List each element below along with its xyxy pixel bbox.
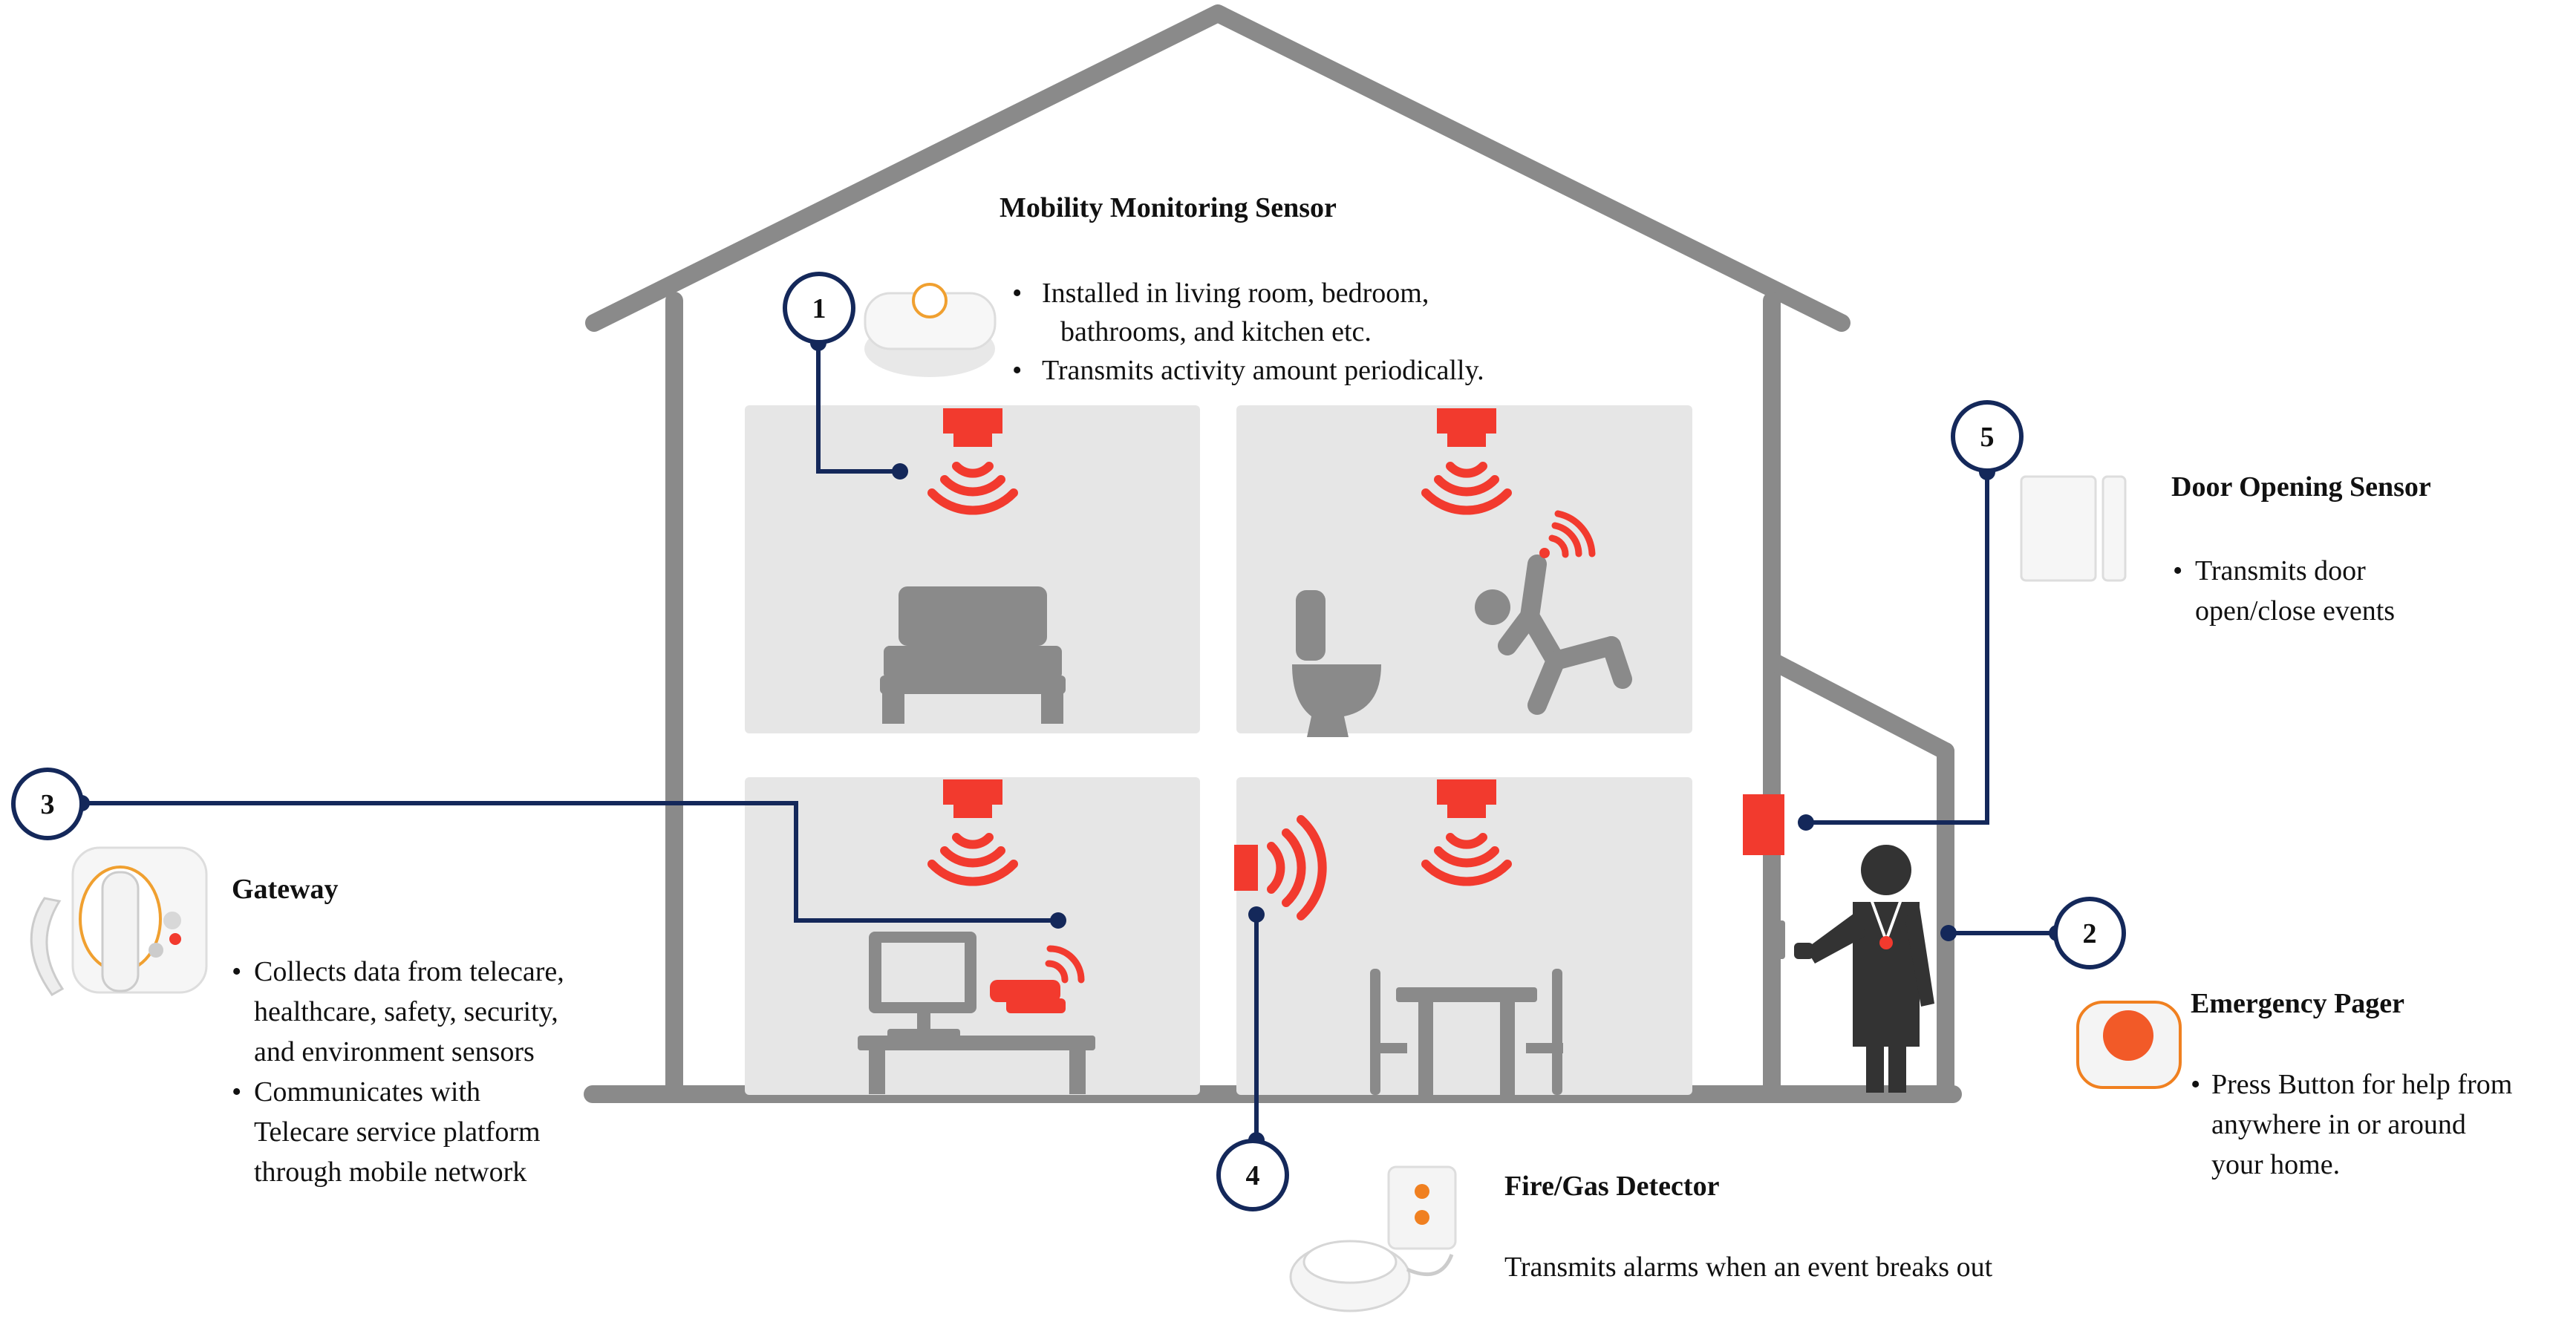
dining-table-icon — [1370, 969, 1563, 1095]
falling-person-icon — [1475, 555, 1632, 715]
gateway-bullet-2-cont-b: through mobile network — [254, 1157, 527, 1188]
pager-text-2: anywhere in or around — [2211, 1109, 2466, 1140]
gateway-line-4: Communicates with — [254, 1076, 481, 1108]
door-sensor-text-2: open/close events — [2195, 595, 2396, 627]
mobility-sensor-device-icon — [864, 283, 997, 377]
emergency-pager-device-icon — [2076, 1001, 2182, 1089]
number-label-1: 1 — [812, 293, 826, 324]
gateway-bullet-2: •Communicates with — [232, 1076, 481, 1108]
person-icon — [1794, 845, 1934, 1093]
number-circles — [11, 272, 2126, 1211]
fall-alert-waves-icon — [1539, 510, 1596, 558]
door-sensor-title: Door Opening Sensor — [2171, 471, 2431, 503]
door-sensor-text-1: •Transmits door — [2173, 555, 2366, 586]
fire-detector-text: Transmits alarms when an event breaks ou… — [1504, 1252, 1993, 1283]
rooms — [745, 405, 1692, 1095]
mobility-line-1: Installed in living room, bedroom, — [1042, 278, 1429, 309]
pager-text-1: •Press Button for help from — [2191, 1069, 2513, 1100]
gateway-line-1: Collects data from telecare, — [254, 956, 564, 987]
pager-text-3: your home. — [2211, 1149, 2341, 1180]
fire-gas-detector-device-icon — [1289, 1165, 1457, 1312]
mobility-sensor-title: Mobility Monitoring Sensor — [1000, 192, 1337, 223]
bed-icon — [880, 586, 1066, 724]
toilet-icon — [1292, 590, 1381, 737]
desk-icon — [858, 932, 1095, 1094]
number-label-5: 5 — [1980, 422, 1995, 453]
door-handle — [1770, 920, 1785, 959]
mobility-sensor-bullet-2: •Transmits activity amount periodically. — [1012, 355, 1484, 386]
number-label-3: 3 — [41, 789, 55, 820]
mobility-line-2: Transmits activity amount periodically. — [1042, 355, 1484, 386]
door-sensor-device-icon — [2020, 475, 2127, 582]
gateway-bullet-1-cont-b: and environment sensors — [254, 1036, 535, 1067]
room-kitchen — [1236, 777, 1692, 1095]
gateway-title: Gateway — [232, 874, 339, 905]
gateway-device-icon — [990, 945, 1085, 1013]
door-line-1: Transmits door — [2195, 555, 2366, 586]
connector-lines — [82, 343, 2057, 1140]
gateway-bullet-1-cont-a: healthcare, safety, security, — [254, 996, 558, 1027]
room-bedroom — [745, 405, 1200, 733]
number-label-4: 4 — [1246, 1160, 1260, 1191]
pager-line-1: Press Button for help from — [2211, 1069, 2513, 1100]
pager-title: Emergency Pager — [2191, 988, 2405, 1019]
mobility-sensor-bullet-1: •Installed in living room, bedroom, — [1012, 278, 1429, 309]
number-label-2: 2 — [2083, 918, 2097, 949]
gateway-bullet-2-cont-a: Telecare service platform — [254, 1116, 541, 1148]
door-sensor-marker — [1743, 794, 1784, 855]
gateway-product-icon — [30, 846, 208, 996]
fire-detector-wall-icon — [1234, 815, 1327, 920]
fire-detector-title: Fire/Gas Detector — [1504, 1171, 1720, 1202]
mobility-sensor-bullet-1-cont: bathrooms, and kitchen etc. — [1060, 316, 1372, 347]
gateway-bullet-1: •Collects data from telecare, — [232, 956, 564, 987]
